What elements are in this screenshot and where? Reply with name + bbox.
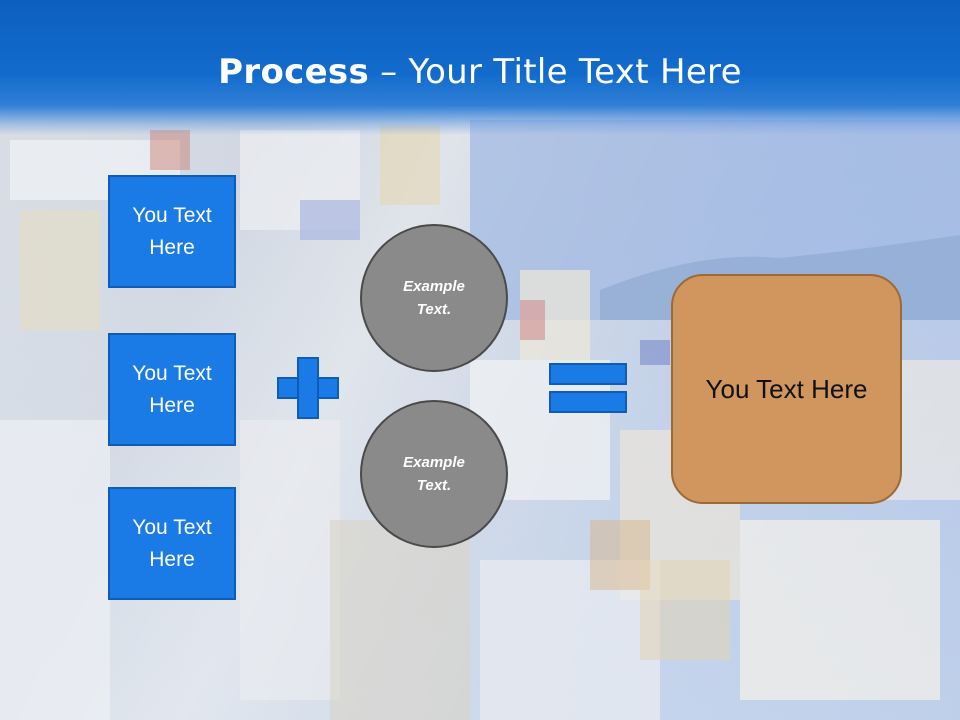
input-box-1[interactable]: You Text Here [108,175,236,288]
input-box-3[interactable]: You Text Here [108,487,236,600]
plus-icon [277,357,339,419]
input-box-label: You Text Here [132,515,212,571]
input-box-label: You Text Here [132,203,212,259]
title-bar [0,0,960,135]
result-box[interactable]: You Text Here [671,274,902,504]
example-circle-1[interactable]: Example Text. [360,224,508,372]
example-circle-2[interactable]: Example Text. [360,400,508,548]
circle-label: Example Text. [403,454,465,494]
page-title: Process – Your Title Text Here [0,52,960,92]
input-box-2[interactable]: You Text Here [108,333,236,446]
circle-label: Example Text. [403,278,465,318]
input-box-label: You Text Here [132,361,212,417]
title-bold: Process [218,52,370,92]
result-label: You Text Here [705,373,868,404]
title-rest: – Your Title Text Here [369,52,742,92]
